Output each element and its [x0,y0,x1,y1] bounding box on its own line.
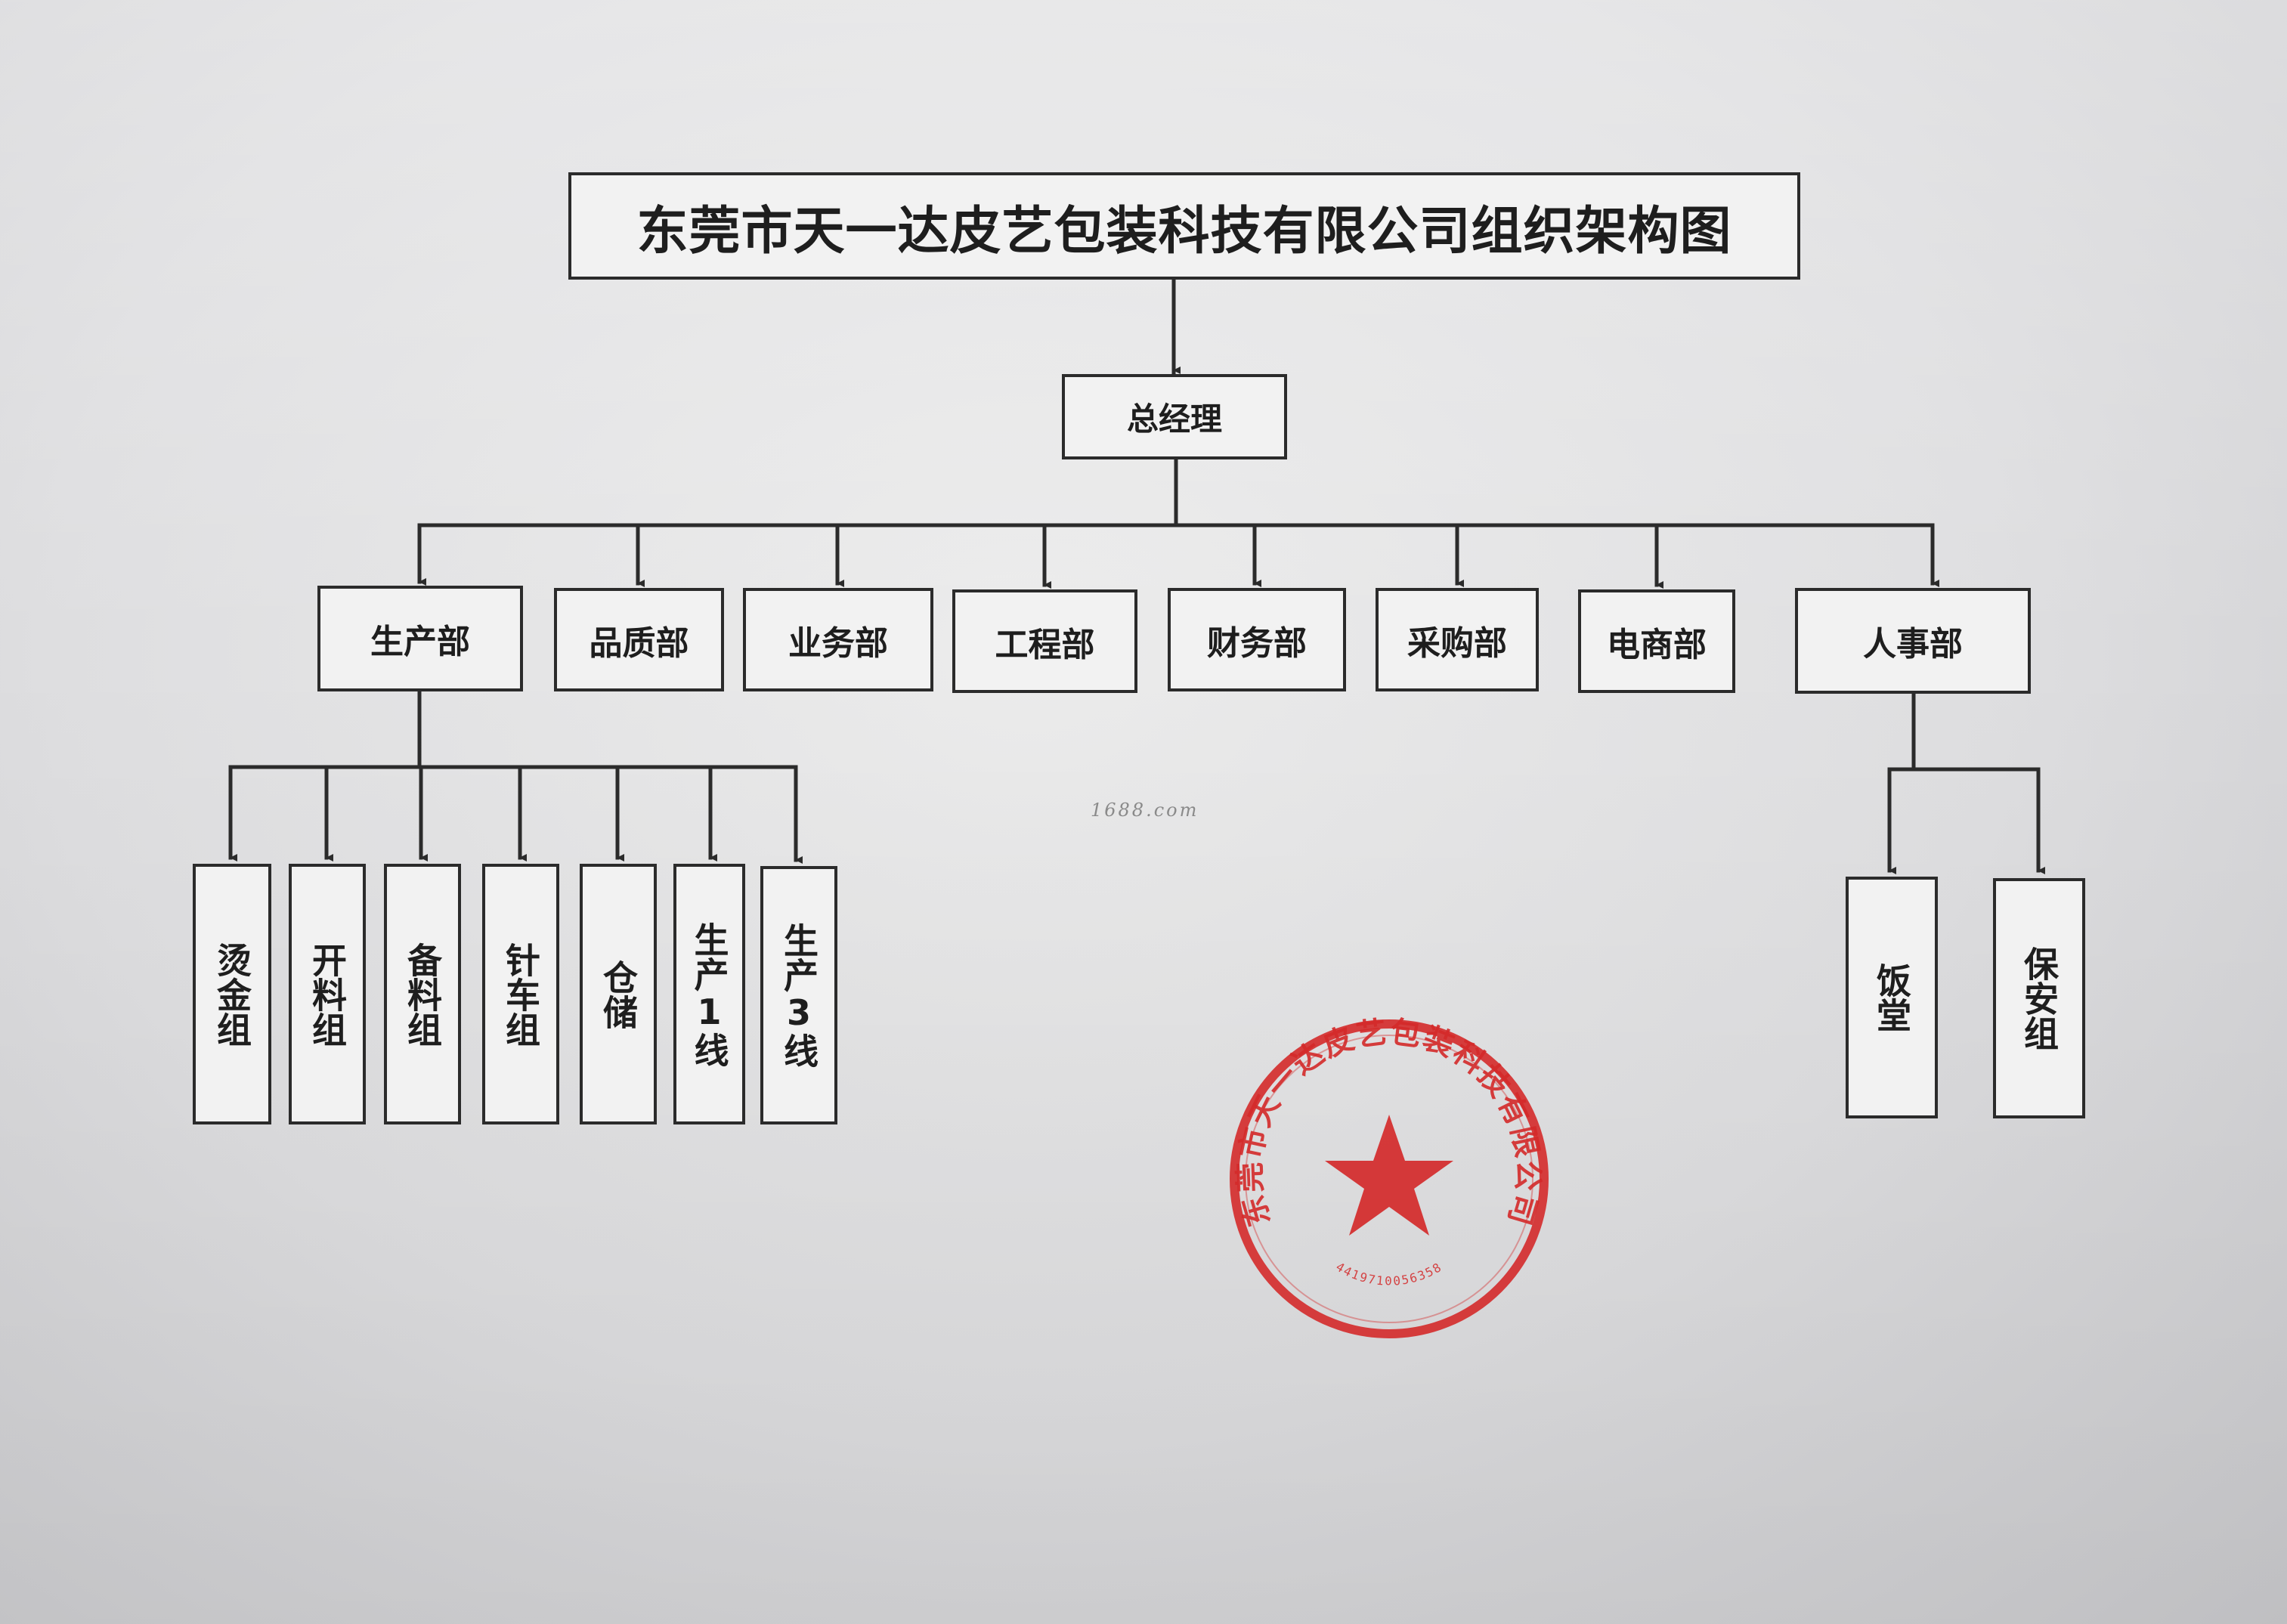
node-group-sewing: 针车组 [482,864,559,1124]
company-seal: 东莞市天一达皮艺包装科技有限公司 4419710056358 [1230,1015,1549,1338]
node-dept-quality: 品质部 [554,588,724,691]
node-dept-engineering: 工程部 [952,589,1137,693]
node-group-ironing: 烫金组 [193,864,271,1124]
node-dept-business: 业务部 [743,588,933,691]
node-dept-production: 生产部 [317,586,523,691]
node-group-canteen: 饭堂 [1846,877,1938,1118]
node-group-cutting: 开料组 [289,864,366,1124]
node-dept-purchasing: 采购部 [1376,588,1539,691]
node-group-security: 保安组 [1993,878,2085,1118]
seal-number: 4419710056358 [1333,1260,1443,1288]
node-dept-finance: 财务部 [1168,588,1346,691]
node-general-manager: 总经理 [1062,374,1287,459]
node-group-warehouse: 仓储 [580,864,657,1124]
svg-text:4419710056358: 4419710056358 [1333,1260,1444,1288]
seal-star-icon [1325,1115,1453,1236]
node-dept-ecommerce: 电商部 [1578,589,1735,693]
node-group-prep: 备料组 [384,864,461,1124]
watermark-text: 1688.com [1091,800,1199,821]
node-dept-hr: 人事部 [1795,588,2031,694]
chart-title: 东莞市天一达皮艺包装科技有限公司组织架构图 [568,172,1800,280]
node-group-line1: 生产1线 [673,864,745,1124]
node-group-line3: 生产3线 [760,866,837,1124]
